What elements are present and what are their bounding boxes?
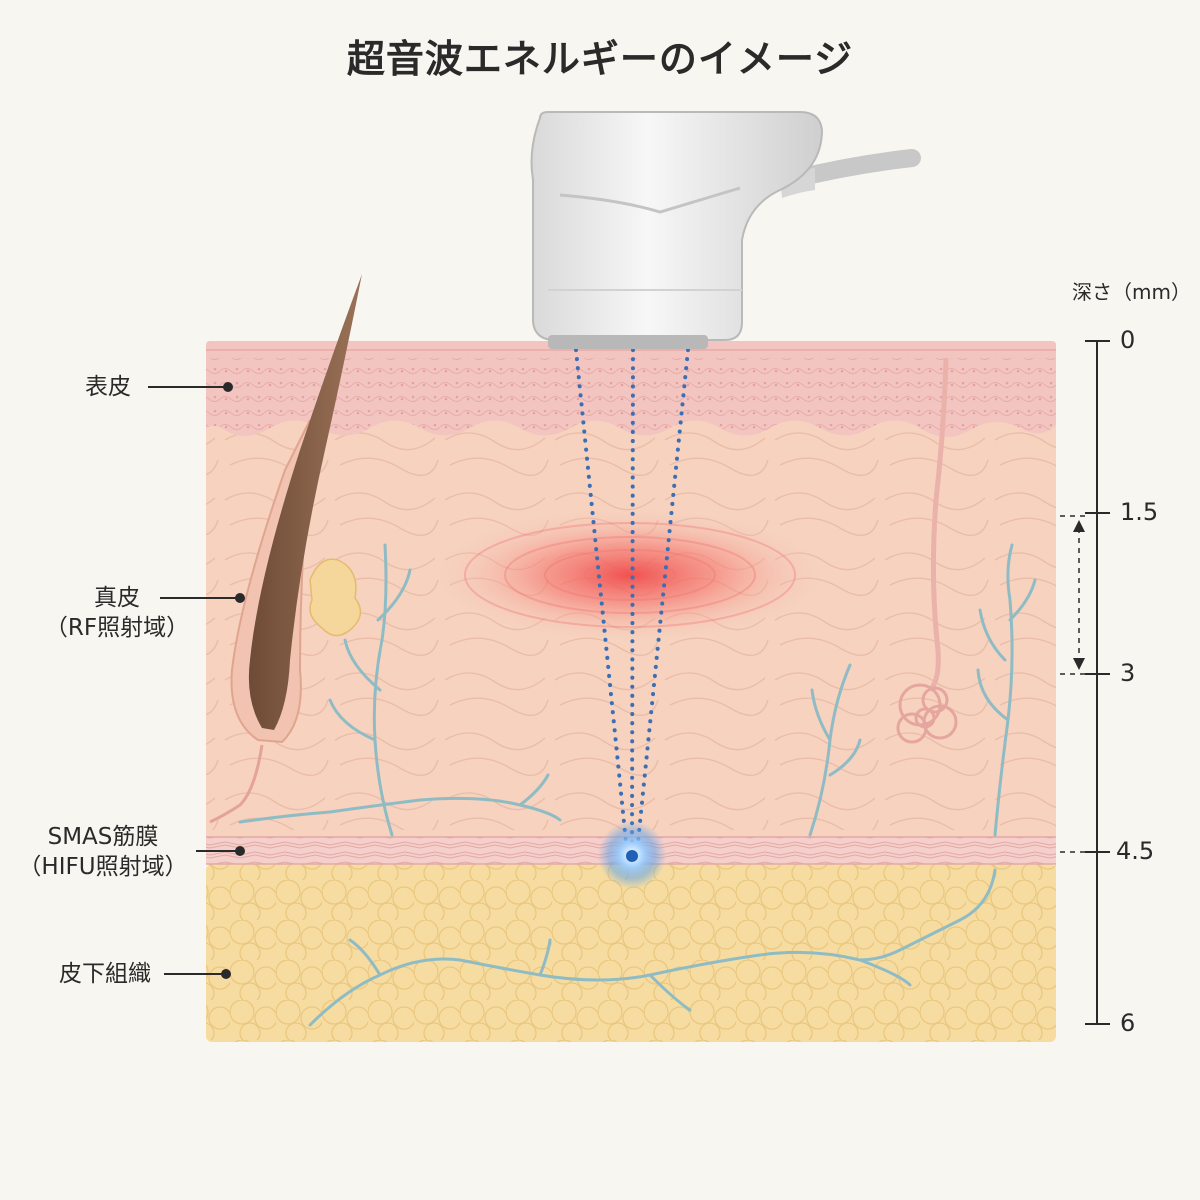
depth-axis [1085, 340, 1110, 1025]
label-smas-subtext: （HIFU照射域） [18, 854, 188, 880]
hair-nerve [209, 744, 264, 824]
label-epidermis-text: 表皮 [85, 374, 131, 400]
label-dots [221, 382, 245, 979]
label-smas-text: SMAS筋膜 [47, 824, 159, 850]
depth-unit-label: 深さ（mm） [1072, 280, 1191, 304]
label-dermis: 真皮 （RF照射域） [22, 583, 212, 643]
rf-heat-rings [464, 522, 796, 628]
blood-vessels [238, 543, 1037, 1027]
label-epidermis: 表皮 [60, 372, 156, 402]
depth-tick-1: 1.5 [1120, 498, 1159, 526]
epidermis-cells [206, 358, 1056, 438]
sebaceous-gland [309, 558, 362, 637]
hair-shaft [248, 274, 362, 730]
label-leaders [148, 386, 236, 975]
depth-tick-2: 3 [1120, 659, 1136, 687]
ultrasound-beams [574, 348, 690, 844]
depth-tick-4: 6 [1120, 1009, 1136, 1037]
rf-heat-zone [430, 507, 830, 643]
device-head [548, 335, 708, 349]
fat-cells [206, 864, 1056, 1042]
label-subcutaneous-text: 皮下組織 [59, 961, 151, 987]
device-body [530, 111, 824, 341]
depth-guide-lines [1060, 515, 1090, 853]
label-smas: SMAS筋膜 （HIFU照射域） [0, 822, 206, 882]
label-dermis-text: 真皮 [94, 585, 140, 611]
rf-range-arrowheads [1073, 520, 1085, 670]
sweat-duct [928, 357, 949, 692]
depth-tick-3: 4.5 [1116, 837, 1155, 865]
depth-tick-0: 0 [1120, 326, 1136, 354]
sweat-gland-coil [896, 683, 958, 744]
hifu-focal-point [626, 850, 638, 862]
label-dermis-subtext: （RF照射域） [44, 615, 190, 641]
label-subcutaneous: 皮下組織 [40, 959, 170, 989]
diagram-title: 超音波エネルギーのイメージ [346, 37, 854, 81]
ultrasound-device [530, 111, 921, 349]
